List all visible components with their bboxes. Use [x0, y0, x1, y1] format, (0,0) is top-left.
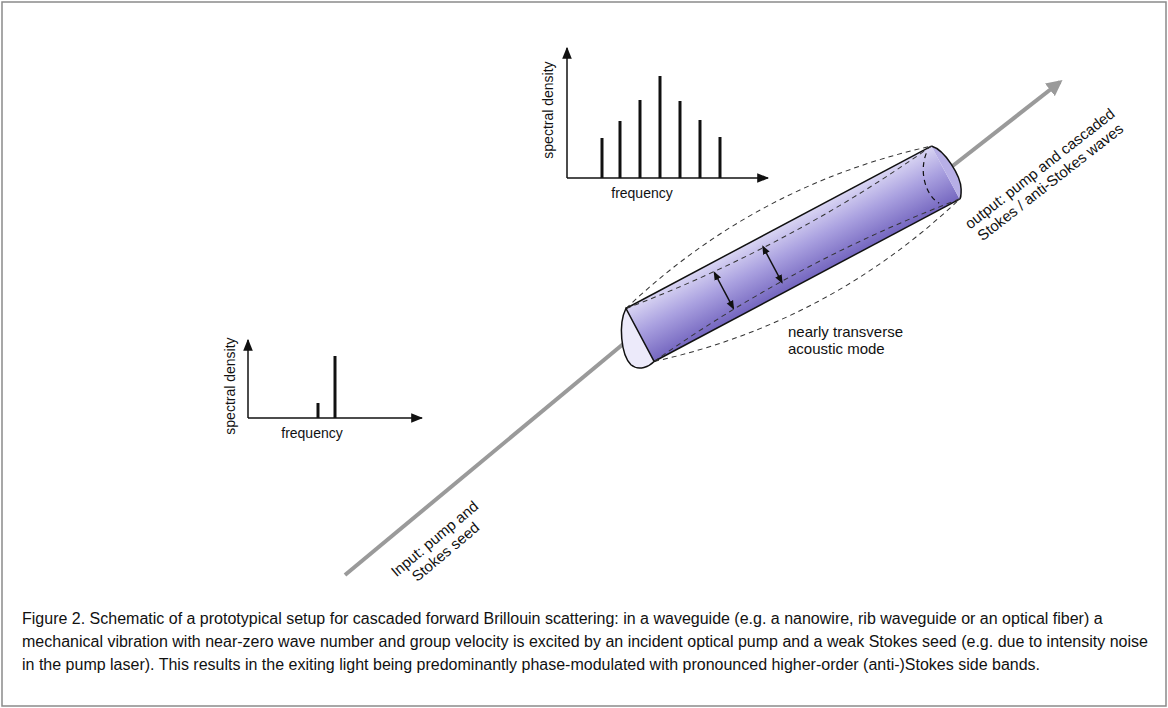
input-beam: [345, 340, 628, 575]
axis-label: spectral density: [222, 337, 238, 434]
mode-label: nearly transverse acoustic mode: [788, 323, 928, 358]
beam-label: Input: pump and Stokes seed: [379, 490, 501, 600]
beam-label: output: pump and cascaded Stokes / anti-…: [956, 100, 1135, 250]
output-spectrum: [567, 48, 768, 178]
axis-label: spectral density: [540, 61, 556, 158]
waveguide: [595, 120, 980, 393]
axis-label: frequency: [611, 185, 672, 201]
axis-label: frequency: [281, 425, 342, 441]
figure-caption: Figure 2. Schematic of a prototypical se…: [22, 607, 1148, 676]
input-spectrum: [248, 340, 422, 418]
